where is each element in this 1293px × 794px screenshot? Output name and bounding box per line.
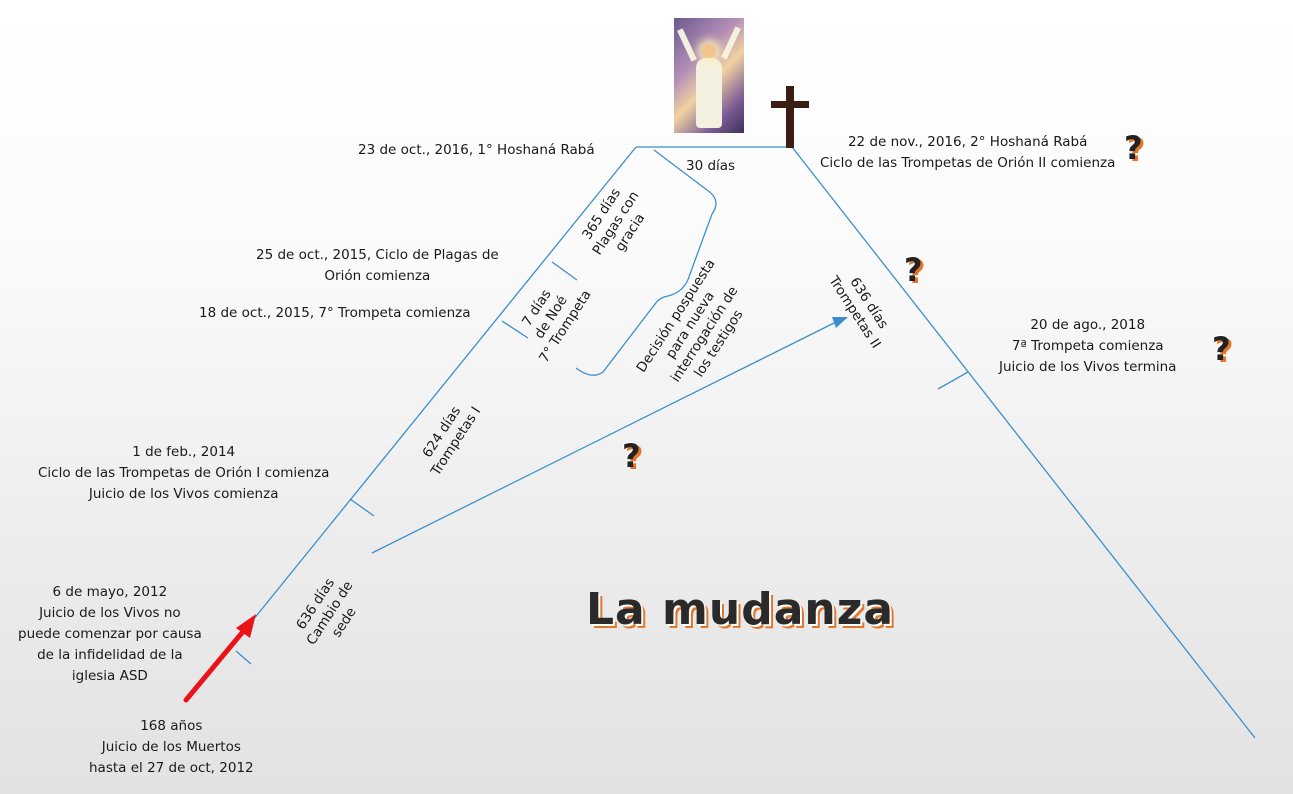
- question-mark-icon: ?: [622, 437, 641, 475]
- label-plagues-cycle: 25 de oct., 2015, Ciclo de Plagas de Ori…: [256, 247, 499, 284]
- bracket-365-days: [575, 149, 717, 376]
- angel-picture: [674, 18, 744, 133]
- label-hoshana-2: 22 de nov., 2016, 2° Hoshaná Rabá Ciclo …: [820, 134, 1116, 171]
- left-diagonal-line: [252, 146, 637, 621]
- arrow-trumpets-2: [371, 321, 837, 554]
- cross-icon: [771, 86, 809, 148]
- tick-oct-2015-7th: [501, 320, 529, 339]
- label-thirty-days: 30 días: [686, 158, 736, 174]
- label-168-years: 168 años Juicio de los Muertos hasta el …: [89, 718, 254, 776]
- diagram-title: La mudanza: [586, 584, 895, 635]
- tick-aug-2018: [937, 371, 969, 390]
- tick-oct-2015-plagues: [551, 261, 578, 281]
- tick-may-2012: [235, 650, 252, 665]
- question-mark-icon: ?: [1124, 129, 1143, 167]
- label-seventh-trumpet-2015: 18 de oct., 2015, 7° Trompeta comienza: [199, 305, 471, 321]
- label-aug-2018: 20 de ago., 2018 7ª Trompeta comienza Ju…: [999, 317, 1177, 375]
- label-hoshana-1: 23 de oct., 2016, 1° Hoshaná Rabá: [358, 142, 595, 158]
- tick-feb-2014: [349, 498, 375, 517]
- timeline-lines: [235, 146, 1256, 739]
- question-mark-icon: ?: [904, 251, 923, 289]
- label-feb-2014: 1 de feb., 2014 Ciclo de las Trompetas d…: [38, 444, 330, 502]
- right-diagonal-line: [791, 146, 1256, 739]
- arrowhead-trumpets-2: [832, 317, 848, 328]
- red-arrow-shaft: [183, 625, 249, 703]
- red-arrowhead: [236, 614, 256, 638]
- label-may-2012: 6 de mayo, 2012 Juicio de los Vivos no p…: [18, 584, 202, 684]
- question-mark-icon: ?: [1212, 330, 1231, 368]
